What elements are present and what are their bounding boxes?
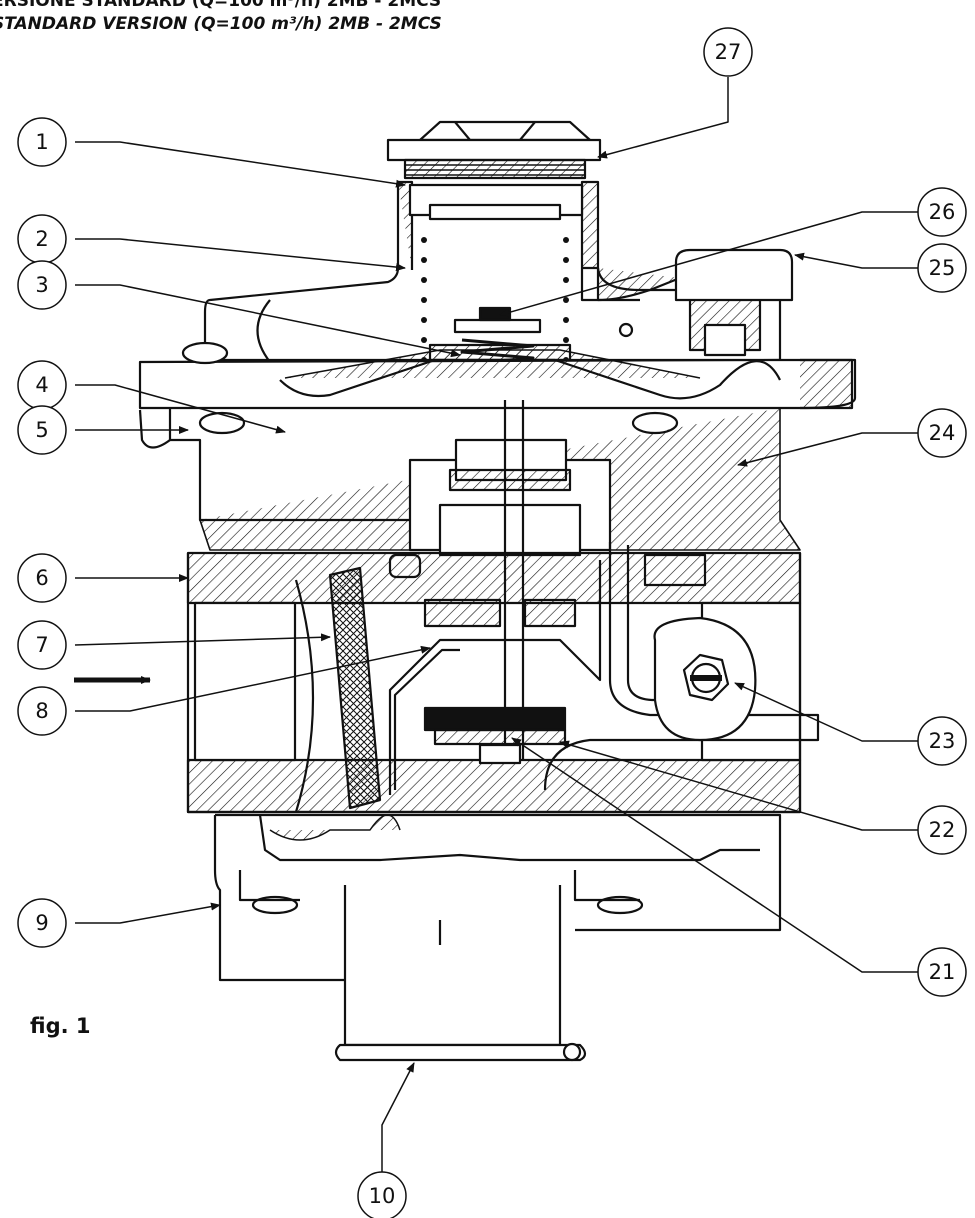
callout-10: 10: [369, 1184, 396, 1208]
figure-label: fig. 1: [30, 1014, 91, 1038]
spring-housing: [209, 180, 681, 302]
header-title-italian: ERSIONE STANDARD (Q=100 m³/h) 2MB - 2MCS: [0, 0, 442, 11]
callout-2: 2: [35, 227, 48, 251]
callout-21: 21: [929, 960, 956, 984]
callout-8: 8: [35, 699, 48, 723]
callout-23: 23: [929, 729, 956, 753]
leader-lines: [74, 77, 918, 1175]
callout-circles: [17, 27, 967, 1218]
header-title-english: STANDARD VERSION (Q=100 m³/h) 2MB - 2MCS: [0, 14, 442, 34]
callout-27: 27: [715, 40, 742, 64]
callout-9: 9: [35, 911, 48, 935]
middle-body: [168, 400, 801, 760]
top-cap: [386, 120, 602, 180]
diaphragm-assembly: [138, 341, 857, 449]
callout-3: 3: [35, 273, 48, 297]
callout-7: 7: [35, 633, 48, 657]
callout-6: 6: [35, 566, 48, 590]
callout-5: 5: [35, 418, 48, 442]
callout-1: 1: [35, 130, 48, 154]
callout-25: 25: [929, 256, 956, 280]
callout-24: 24: [929, 421, 956, 445]
callout-22: 22: [929, 818, 956, 842]
callout-4: 4: [35, 373, 48, 397]
callout-26: 26: [929, 200, 956, 224]
valve-body: [186, 542, 820, 814]
lower-casing: [213, 813, 782, 1062]
